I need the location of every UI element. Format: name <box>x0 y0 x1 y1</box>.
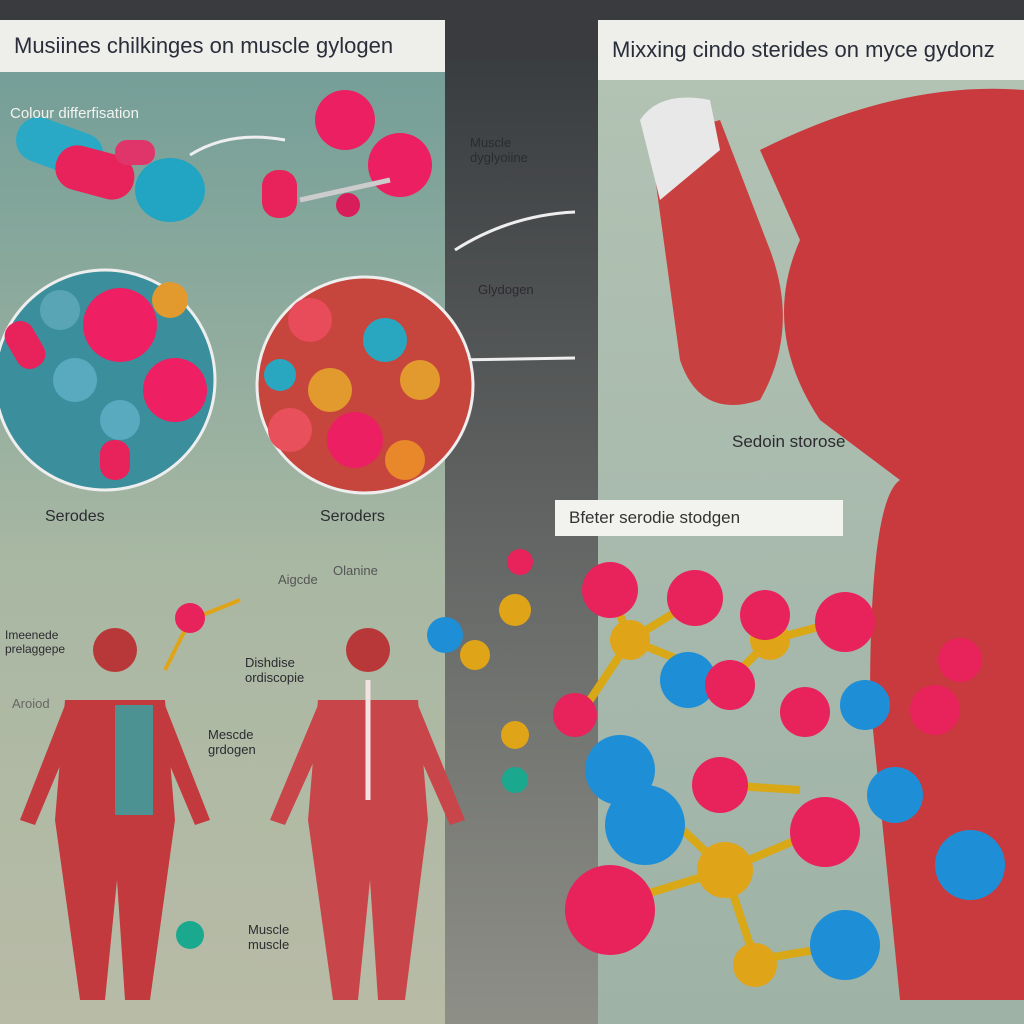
label-glydogen: Glydogen <box>478 282 534 297</box>
arrow-icon <box>454 210 576 252</box>
label-imeenede: Imeenede prelaggepe <box>5 628 66 656</box>
label-sedoin-storose: Sedoin storose <box>732 432 846 451</box>
label-dishdise: Dishdise ordiscopie <box>245 655 305 685</box>
label-muscle-dyglyoiine: Muscle dyglyoiine <box>470 135 528 165</box>
label-seroders: Seroders <box>320 508 385 525</box>
glycogen-molecule-cluster <box>16 90 432 222</box>
atoms <box>427 549 1005 987</box>
label-aroiod: Aroiod <box>12 696 50 711</box>
molecule-caption-box: Bfeter serodie stodgen <box>555 500 843 536</box>
human-front-figure <box>20 628 210 1000</box>
serodes-magnified-circle <box>0 268 217 492</box>
label-serodes: Serodes <box>45 508 105 525</box>
label-aigcde: Aigcde <box>278 572 318 587</box>
label-olanine: Olanine <box>333 563 378 578</box>
human-back-figure <box>270 628 465 1000</box>
seroders-magnified-circle <box>255 275 475 495</box>
arrow-icon <box>454 356 576 362</box>
right-panel-title: Mixxing cindo sterides on myce gydonz <box>598 20 1024 80</box>
small-molecule <box>163 598 241 949</box>
arrow-icon <box>189 135 286 157</box>
label-mescde-grdogen: Mescde grdogen <box>208 727 256 757</box>
flexing-muscle-body <box>640 88 1024 1000</box>
label-muscle-muscle: Muscle muscle <box>248 922 290 952</box>
label-colour-differentiation: Colour differfisation <box>10 105 139 122</box>
left-panel-title: Musiines chilkinges on muscle gylogen <box>0 20 445 72</box>
